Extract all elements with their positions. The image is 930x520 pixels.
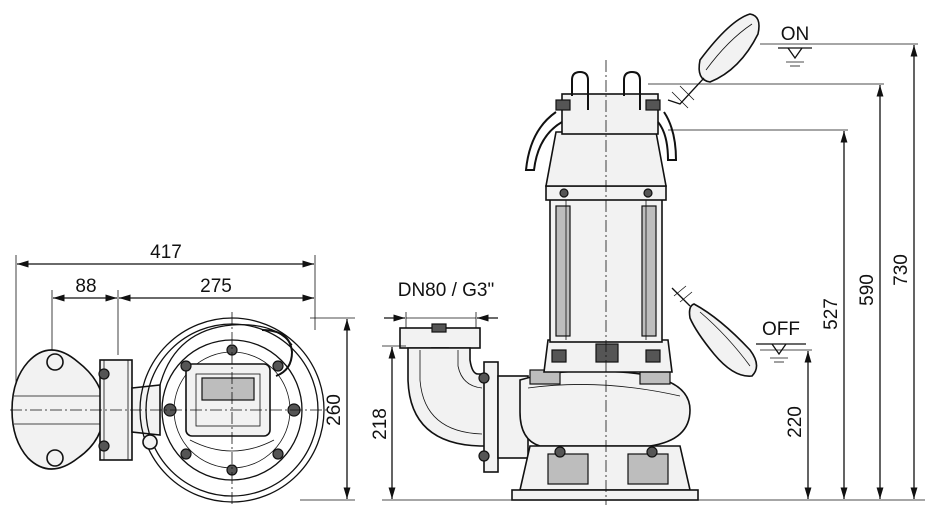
discharge-elbow <box>407 347 491 447</box>
dim-label-730: 730 <box>891 254 912 286</box>
volute-casing <box>519 369 691 447</box>
dim-label-220: 220 <box>785 406 806 438</box>
motor-housing <box>543 131 673 373</box>
water-level-on-icon <box>778 47 812 67</box>
side-view: DN80 / G3" <box>370 13 925 505</box>
dim-label-417: 417 <box>150 242 182 263</box>
plan-view: 417 88 275 <box>10 242 355 505</box>
water-level-off-icon <box>756 343 806 363</box>
float-off-label: OFF <box>762 319 800 340</box>
pump-top-handles <box>524 70 678 171</box>
dim-label-218: 218 <box>370 408 391 440</box>
discharge-size-label: DN80 / G3" <box>398 280 495 301</box>
float-switch-on <box>667 13 760 109</box>
dim-label-527: 527 <box>821 298 842 330</box>
float-switch-off <box>671 285 758 377</box>
dim-label-275: 275 <box>200 276 232 297</box>
dim-label-590: 590 <box>857 274 878 306</box>
base-stand <box>511 445 699 501</box>
dim-label-88: 88 <box>75 276 96 297</box>
dim-label-260: 260 <box>324 394 345 426</box>
plan-outlet-flange <box>11 349 105 470</box>
float-on-label: ON <box>781 24 810 45</box>
